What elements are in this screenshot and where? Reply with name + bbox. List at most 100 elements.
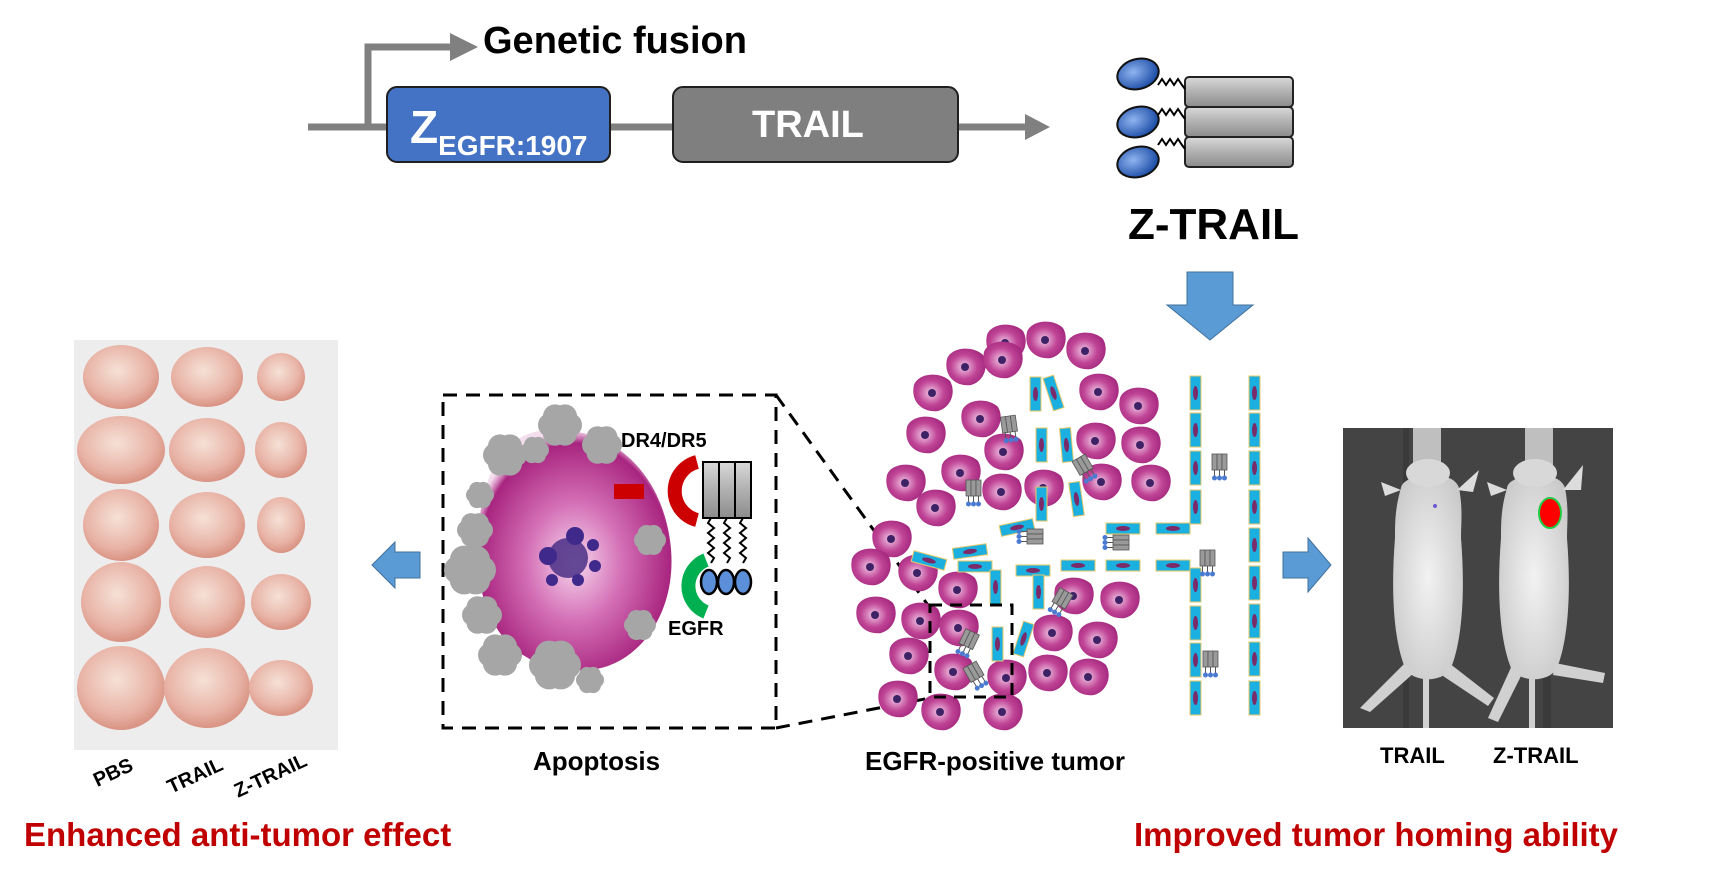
anti-tumor-caption: Enhanced anti-tumor effect	[24, 816, 452, 853]
excised-tumor-pbs	[81, 562, 161, 642]
dr4-dr5-stem	[614, 484, 644, 499]
tumor-cell	[982, 473, 1022, 511]
genetic-fusion-title: Genetic fusion	[483, 20, 747, 62]
endothelial-cell	[951, 543, 989, 560]
tumor-cell	[1069, 658, 1109, 696]
endothelial-cell	[1012, 620, 1035, 658]
z-trail-trimer	[1211, 453, 1228, 481]
endothelial-cell	[1248, 680, 1261, 716]
promoter-arrow	[364, 43, 455, 127]
apoptotic-bleb	[634, 524, 666, 556]
egfr-label: EGFR	[668, 618, 724, 640]
excised-tumor-trail	[169, 566, 245, 638]
z-trail-trimer	[1202, 650, 1219, 678]
egfr-positive-tumor-label: EGFR-positive tumor	[865, 746, 1126, 776]
trail-domain-box	[672, 86, 959, 163]
fragmented-nucleus	[539, 527, 601, 586]
tumor-cell	[938, 571, 978, 609]
z-egfr-domain-box	[386, 86, 611, 163]
endothelial-cell	[1189, 605, 1202, 641]
endothelial-cell	[1035, 427, 1048, 463]
tumor-cell	[906, 416, 946, 454]
apoptotic-bleb	[444, 545, 497, 595]
endothelial-cell	[1058, 427, 1075, 463]
tumor-cell	[983, 693, 1023, 731]
z-domain-ball	[1116, 57, 1160, 91]
tumor-cell	[1100, 581, 1140, 619]
z-trail-trimer	[1016, 528, 1044, 545]
tumor-cell	[984, 433, 1024, 471]
mouse-trail	[1360, 459, 1494, 728]
endothelial-cell	[1189, 642, 1202, 678]
tumor-cell	[1079, 373, 1119, 411]
endothelial-cell	[1248, 565, 1261, 601]
endothelial-cell	[1189, 489, 1202, 525]
tumor-cell	[1028, 654, 1068, 692]
apoptotic-bleb	[529, 640, 581, 690]
apoptosis-label: Apoptosis	[533, 746, 661, 776]
z-trail-trimer	[1047, 587, 1074, 618]
z-trail-trimer	[962, 660, 989, 691]
z-trail-subunit	[1116, 136, 1294, 179]
tumor-cell	[1121, 426, 1161, 464]
endothelial-cell	[1105, 559, 1141, 572]
excised-tumor-trail	[164, 648, 250, 728]
endothelial-cell	[1248, 641, 1261, 677]
z-trail-subunit	[1116, 105, 1294, 139]
tumor-cell	[921, 693, 961, 731]
apoptotic-bleb	[521, 436, 549, 464]
tumor-cell	[856, 596, 896, 634]
endothelial-cell	[1189, 375, 1202, 411]
excised-tumor-pbs	[83, 489, 159, 561]
apoptotic-bleb	[582, 426, 622, 464]
tumor-cell	[1131, 464, 1171, 502]
endothelial-cell	[1248, 412, 1261, 448]
apoptotic-bleb	[538, 404, 583, 446]
dr4-dr5-label: DR4/DR5	[621, 430, 707, 452]
endothelial-cell	[1248, 450, 1261, 486]
apoptotic-bleb	[576, 666, 604, 694]
endothelial-cell	[1248, 375, 1261, 411]
excised-tumor-z-trail	[249, 660, 313, 716]
endothelial-cell	[1068, 480, 1085, 518]
excised-tumor-z-trail	[251, 574, 311, 630]
endothelial-cell	[1155, 559, 1191, 572]
tumor-zoom-region	[928, 603, 1014, 699]
endothelial-cell	[1155, 522, 1191, 535]
dr4-dr5-receptor	[667, 455, 700, 527]
inset-dashed-frame	[441, 393, 778, 730]
promoter-arrowhead	[450, 33, 478, 61]
endothelial-cell	[1035, 486, 1048, 522]
endothelial-cell	[1042, 374, 1065, 412]
in-vivo-imaging-photo	[1343, 428, 1613, 728]
tumor-cell	[946, 348, 986, 386]
tumor-cell	[1033, 614, 1073, 652]
apoptotic-bleb	[462, 596, 502, 634]
tumor-cell	[913, 374, 953, 412]
tumor-cell	[1076, 422, 1116, 460]
endothelial-cell	[910, 550, 948, 571]
endothelial-cell	[1029, 376, 1042, 412]
z-trail-trimer	[1071, 453, 1098, 484]
endothelial-cell	[991, 626, 1004, 662]
tumor-cell	[934, 653, 974, 691]
tumor-cell	[1026, 321, 1066, 359]
endothelial-cell	[1189, 567, 1202, 603]
tumor-cell	[916, 489, 956, 527]
excised-tumor-pbs	[77, 646, 165, 730]
excised-tumor-trail	[169, 418, 245, 482]
z-main-text: Z	[410, 101, 439, 153]
tumor-cell	[987, 659, 1027, 697]
excised-tumors-photo	[74, 340, 338, 750]
egfr-receptor	[681, 553, 710, 619]
tumor-cell	[983, 341, 1023, 379]
trail-domain-label: TRAIL	[752, 104, 864, 146]
z-trail-trimer	[1199, 549, 1216, 577]
mouse-z-trail	[1487, 459, 1605, 728]
